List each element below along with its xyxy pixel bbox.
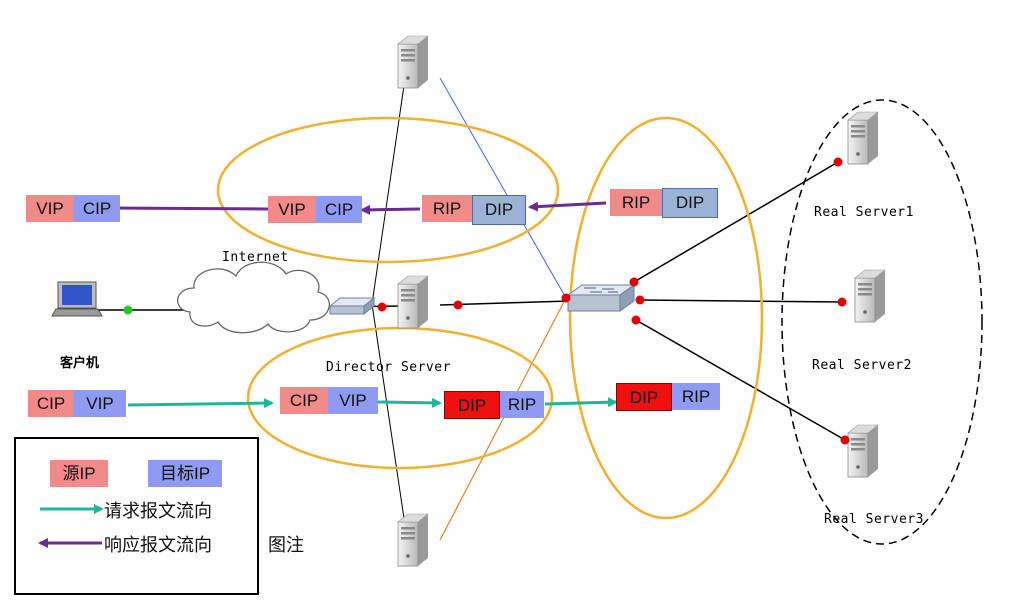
ip-src: CIP	[280, 387, 328, 414]
node-dot	[453, 300, 463, 310]
ip-src: RIP	[422, 195, 472, 222]
response-arrow	[360, 204, 421, 215]
response-arrow	[110, 203, 269, 214]
legend-source-swatch: 源IP	[50, 460, 108, 487]
rs2-label: Real Server2	[812, 358, 912, 373]
link-line	[371, 303, 409, 546]
legend-request-label: 请求报文流向	[104, 501, 212, 521]
node-dot	[561, 293, 571, 303]
switch-icon	[328, 296, 376, 316]
ip-dst: VIP	[328, 387, 378, 414]
node-dot	[635, 295, 645, 305]
ip-dst: DIP	[472, 195, 526, 225]
ip-src: DIP	[444, 391, 500, 419]
request-arrow	[377, 397, 442, 408]
ip-dst: RIP	[672, 383, 720, 410]
server-icon	[847, 111, 879, 165]
legend-response-label: 响应报文流向	[104, 535, 212, 555]
ip-src: CIP	[28, 390, 74, 417]
legend	[14, 437, 259, 595]
switch-icon	[566, 284, 636, 312]
node-dot	[833, 157, 843, 167]
node-dot	[631, 315, 641, 325]
rs1-label: Real Server1	[814, 205, 914, 220]
ip-dst: VIP	[74, 390, 126, 417]
response-ellipse	[216, 116, 560, 264]
node-dot	[123, 305, 133, 315]
ip-src: RIP	[610, 189, 662, 216]
switch-rs3-link	[635, 319, 846, 441]
rs3-label: Real Server3	[824, 512, 924, 527]
legend-caption: 图注	[268, 535, 304, 555]
request-arrow	[127, 398, 274, 409]
ip-dst: RIP	[500, 391, 544, 418]
server-icon	[397, 513, 429, 567]
node-dot	[629, 277, 639, 287]
server-icon	[397, 275, 429, 329]
switch-rs2-link	[639, 299, 843, 303]
cloud-icon	[177, 261, 330, 334]
node-dot	[840, 435, 850, 445]
laptop-icon	[51, 281, 103, 317]
request-arrow	[544, 397, 618, 408]
node-dot	[837, 297, 847, 307]
server-icon	[847, 424, 879, 478]
link-line	[439, 77, 567, 299]
node-dot	[377, 302, 387, 312]
ip-src: DIP	[616, 383, 672, 411]
client-label: 客户机	[60, 356, 100, 371]
director-label: Director Server	[326, 360, 451, 375]
internet-label: Internet	[222, 250, 289, 265]
switch-ellipse	[568, 116, 764, 520]
ip-dst: DIP	[662, 188, 718, 218]
link-line	[439, 297, 567, 541]
response-arrow	[528, 201, 607, 212]
real-servers-ellipse	[781, 99, 983, 545]
server-icon	[397, 35, 429, 89]
link-line	[371, 71, 407, 305]
legend-target-swatch: 目标IP	[148, 460, 222, 487]
ip-src: VIP	[268, 196, 316, 223]
ip-src: VIP	[26, 195, 74, 222]
ip-dst: CIP	[316, 196, 362, 223]
ip-dst: CIP	[74, 195, 120, 222]
server-icon	[854, 269, 886, 323]
